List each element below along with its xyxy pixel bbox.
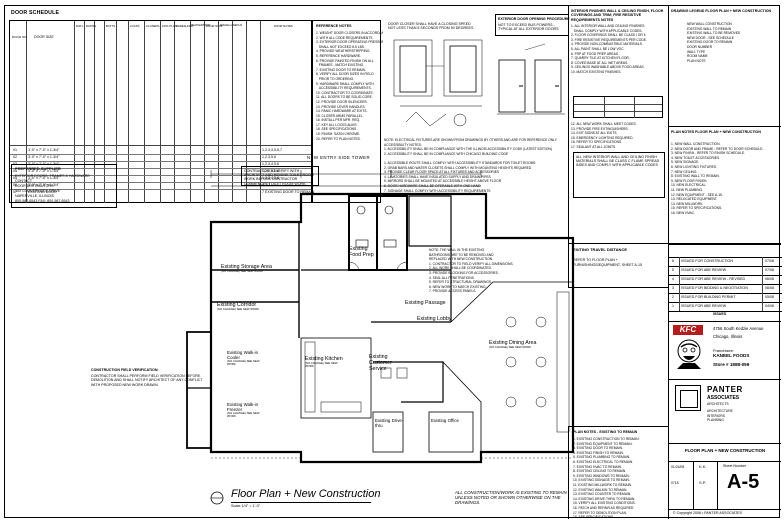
col-stop: DOOR STOP (206, 24, 223, 28)
door-detail-area: DOOR CLOSER SHALL HAVE A CLOSING SPEED N… (382, 20, 502, 140)
room-office: Existing Office (431, 418, 459, 423)
col-door-no: DOOR NO. (12, 35, 28, 39)
reference-notes-box: REFERENCE NOTES 1. WEIGHT DOOR CLOSERS I… (312, 20, 383, 203)
room-drive: Existing Drive-thru (375, 418, 404, 428)
field-verification-note: CONSTRUCTION FIELD VERIFICATION: CONTRAC… (91, 368, 203, 387)
existing-remain-note: ALL CONSTRUCTION/WORK IS EXISTING TO REM… (455, 490, 567, 506)
firm-name: PANTER (707, 385, 743, 394)
copyright: © Copyright 2008 • PANTER ASSOCIATES (673, 511, 743, 515)
room-cooler: Existing Walk-in Cooler(NO CHANGE) SEE N… (227, 350, 260, 367)
table-row: 02 3'-0" x 7'-0" x 1-3/4" 1,2,3,5,6 (10, 154, 311, 162)
kfc-logo: KFC (673, 325, 709, 373)
room-lobby: Existing Lobby (417, 316, 452, 322)
job-number: 0718 (671, 481, 679, 485)
col-rating: RATING (86, 24, 97, 28)
plan-notes-remain-box: PLAN NOTES - EXISTING TO REMAIN 1. EXIST… (568, 426, 668, 519)
room-dining: Existing Dining Area(NO CHANGE) SEE NEW … (489, 340, 537, 349)
drawing-title: Floor Plan + New Construction (231, 488, 381, 500)
colonel-icon (677, 339, 701, 369)
store-number: Store # 1888-059 (713, 362, 750, 367)
col-butts: BUTTS (106, 24, 116, 28)
preferred-supplier-box: PREFERRED SUPPLIER EXTERIOR DOORS, FRAME… (11, 164, 117, 208)
preferred-supplier-title: PREFERRED SUPPLIER (15, 166, 61, 171)
room-prep: Existing Food Prep (349, 246, 374, 258)
door-schedule-title: DOOR SCHEDULE (11, 10, 60, 16)
issues-title: ISSUES (713, 312, 727, 316)
table-row: 05 3'-0" x 7'-0" x 1-3/4" 1,2,3,4,5,6 (10, 175, 311, 183)
col-locks: LOCKS (130, 24, 140, 28)
drawn-by: K.K. (699, 464, 707, 469)
firm-logo-icon (675, 385, 701, 411)
kfc-wordmark: KFC (673, 325, 703, 335)
room-freezer: Existing Walk-in Freezer(NO CHANGE) SEE … (227, 402, 260, 419)
col-closers: CLOSERS (146, 24, 160, 28)
tower-label: NEW ENTRY SIDE TOWER (307, 155, 371, 160)
table-row: 04 3'-0" x 7'-0" x 1-3/4" 1,2,3,4,5,6 (10, 168, 311, 176)
sheet-number: A-5 (727, 471, 760, 493)
exterior-door-elevations (497, 43, 565, 115)
col-threshold: THRESHOLD (176, 24, 194, 28)
door-detail-drawings (393, 39, 483, 127)
store-city: Chicago, Illinois (713, 334, 743, 339)
legend-column: DRAWING LEGEND FLOOR PLAN + NEW CONSTRUC… (668, 6, 781, 244)
col-notes: DOOR NOTES (274, 24, 293, 28)
room-service: Existing Customer Service (369, 354, 392, 372)
franchisee: KANEEL FOODS (713, 353, 750, 358)
col-kick: KICK PLATE (162, 24, 178, 28)
room-kitchen: Existing Kitchen(NO CHANGE) SEE NEW WORK (305, 356, 343, 369)
room-passage: Existing Passage (405, 300, 446, 306)
date-value: 01/24/08 (671, 465, 685, 469)
door-schedule-table: DOOR NO. DOOR SIZE MATL RATING BUTTS LOC… (9, 20, 315, 203)
exterior-opening-box: EXTERIOR DOOR OPENING PROCEDURE NOT TO E… (495, 14, 570, 36)
fire-wall-note-box: ALL NEW INTERIOR WALL AND CEILING FINISH… (573, 152, 665, 198)
col-door-size: DOOR SIZE (34, 35, 54, 39)
reference-notes-title: REFERENCE NOTES (316, 24, 352, 28)
travel-distance-box: EXITING TRAVEL DISTANCE REFER TO FLOOR P… (568, 244, 668, 288)
room-corridor: Existing Corridor(NO CHANGE) SEE NEW WOR… (217, 302, 259, 311)
col-misc: MISCELLANEOUS (220, 24, 243, 27)
table-row: 07 EXISTING DOOR 7 EXISTING DOOR TO REMA… (13, 190, 315, 194)
store-address: 4756 South Kedzie Avenue (713, 326, 764, 331)
drawing-reference-icon (210, 491, 224, 505)
col-matl: MATL (76, 24, 84, 28)
floor-plan-drawing (186, 170, 575, 464)
table-row: 01 3'-0" x 7'-0" x 1-3/4" 1,2,3,4,5,6,7 (10, 147, 311, 155)
finish-notes-box: INTERIOR FINISHES WALL & CEILING FINISH,… (568, 6, 668, 244)
toilet-room-note: CONTRACTOR TO VERIFY WITH ARCHITECT AND … (241, 166, 319, 186)
finish-table (573, 96, 663, 118)
col-weather: WEATHERSTRIP (190, 24, 211, 27)
room-storage: Existing Storage Area(NO CHANGE) SEE NEW… (221, 264, 272, 273)
drawing-scale: Scale 1/4" = 1'-0" (231, 504, 261, 508)
sheet-title: FLOOR PLAN + NEW CONSTRUCTION (684, 448, 766, 453)
drawing-sheet: DOOR SCHEDULE DOOR NO. DOOR SIZE MATL RA… (4, 5, 782, 519)
checked-by: S.P. (699, 480, 707, 485)
